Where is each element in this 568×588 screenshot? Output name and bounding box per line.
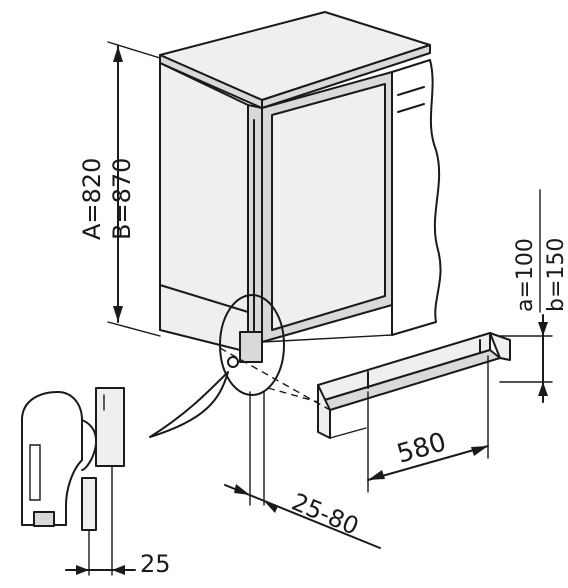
detail-tag [33, 511, 55, 527]
detail-leader [149, 371, 229, 438]
detail-door-hatch [29, 444, 41, 501]
appliance-body [159, 11, 442, 353]
alignment-dash-2 [219, 347, 331, 411]
detail-circle [219, 294, 285, 396]
detail-callout [149, 294, 285, 438]
plinth-a-label: a=100 [513, 238, 538, 312]
detail-hinge-knob [81, 419, 98, 471]
plinth-return-right [367, 339, 481, 389]
alignment-dash-1 [267, 387, 319, 403]
plinth-height-dimension: a=100 b=150 [499, 189, 568, 403]
plinth-arrow-top [538, 322, 548, 336]
height-extension-top [107, 41, 161, 59]
detail-arrow-right [112, 565, 125, 575]
offset-dim-line [224, 484, 381, 549]
hinge-detail: 25 [21, 387, 171, 578]
height-arrow-bottom [113, 306, 123, 322]
side-plinth-line [159, 284, 249, 313]
offset-arrow-1 [234, 484, 250, 495]
detail-rail-left [81, 477, 97, 531]
detail-arrow-left [76, 565, 89, 575]
height-a-label: A=820 [78, 158, 106, 240]
detail-bracket [239, 331, 263, 363]
detail-screw [227, 356, 239, 368]
plinth-panel [219, 332, 511, 439]
adjacent-cabinet-front [391, 59, 442, 336]
height-dimension: A=820 B=870 [78, 41, 161, 337]
width-arrow-left [368, 470, 385, 480]
plinth-b-label: b=150 [544, 238, 568, 312]
width-arrow-right [471, 446, 488, 456]
adjacent-cabinet-handle [397, 86, 425, 113]
detail-door-section [21, 391, 83, 526]
width-dim-line [367, 445, 489, 481]
appliance-top-edge-right [261, 44, 431, 109]
plinth-arrow-bottom [538, 382, 548, 396]
height-arrow-top [113, 46, 123, 62]
detail-cabinet-panel [95, 387, 125, 467]
width-label: 580 [394, 427, 450, 470]
detail-offset-label: 25 [140, 550, 171, 578]
offset-arrow-2 [264, 501, 278, 513]
plinth-rear-line [329, 427, 367, 439]
height-extension-bottom [107, 321, 161, 337]
offset-range-label: 25-80 [288, 488, 363, 541]
offset-dimension: 25-80 [224, 391, 381, 549]
door-inner-panel [271, 83, 386, 331]
plinth-end-right [489, 332, 511, 361]
height-b-label: B=870 [108, 158, 136, 240]
